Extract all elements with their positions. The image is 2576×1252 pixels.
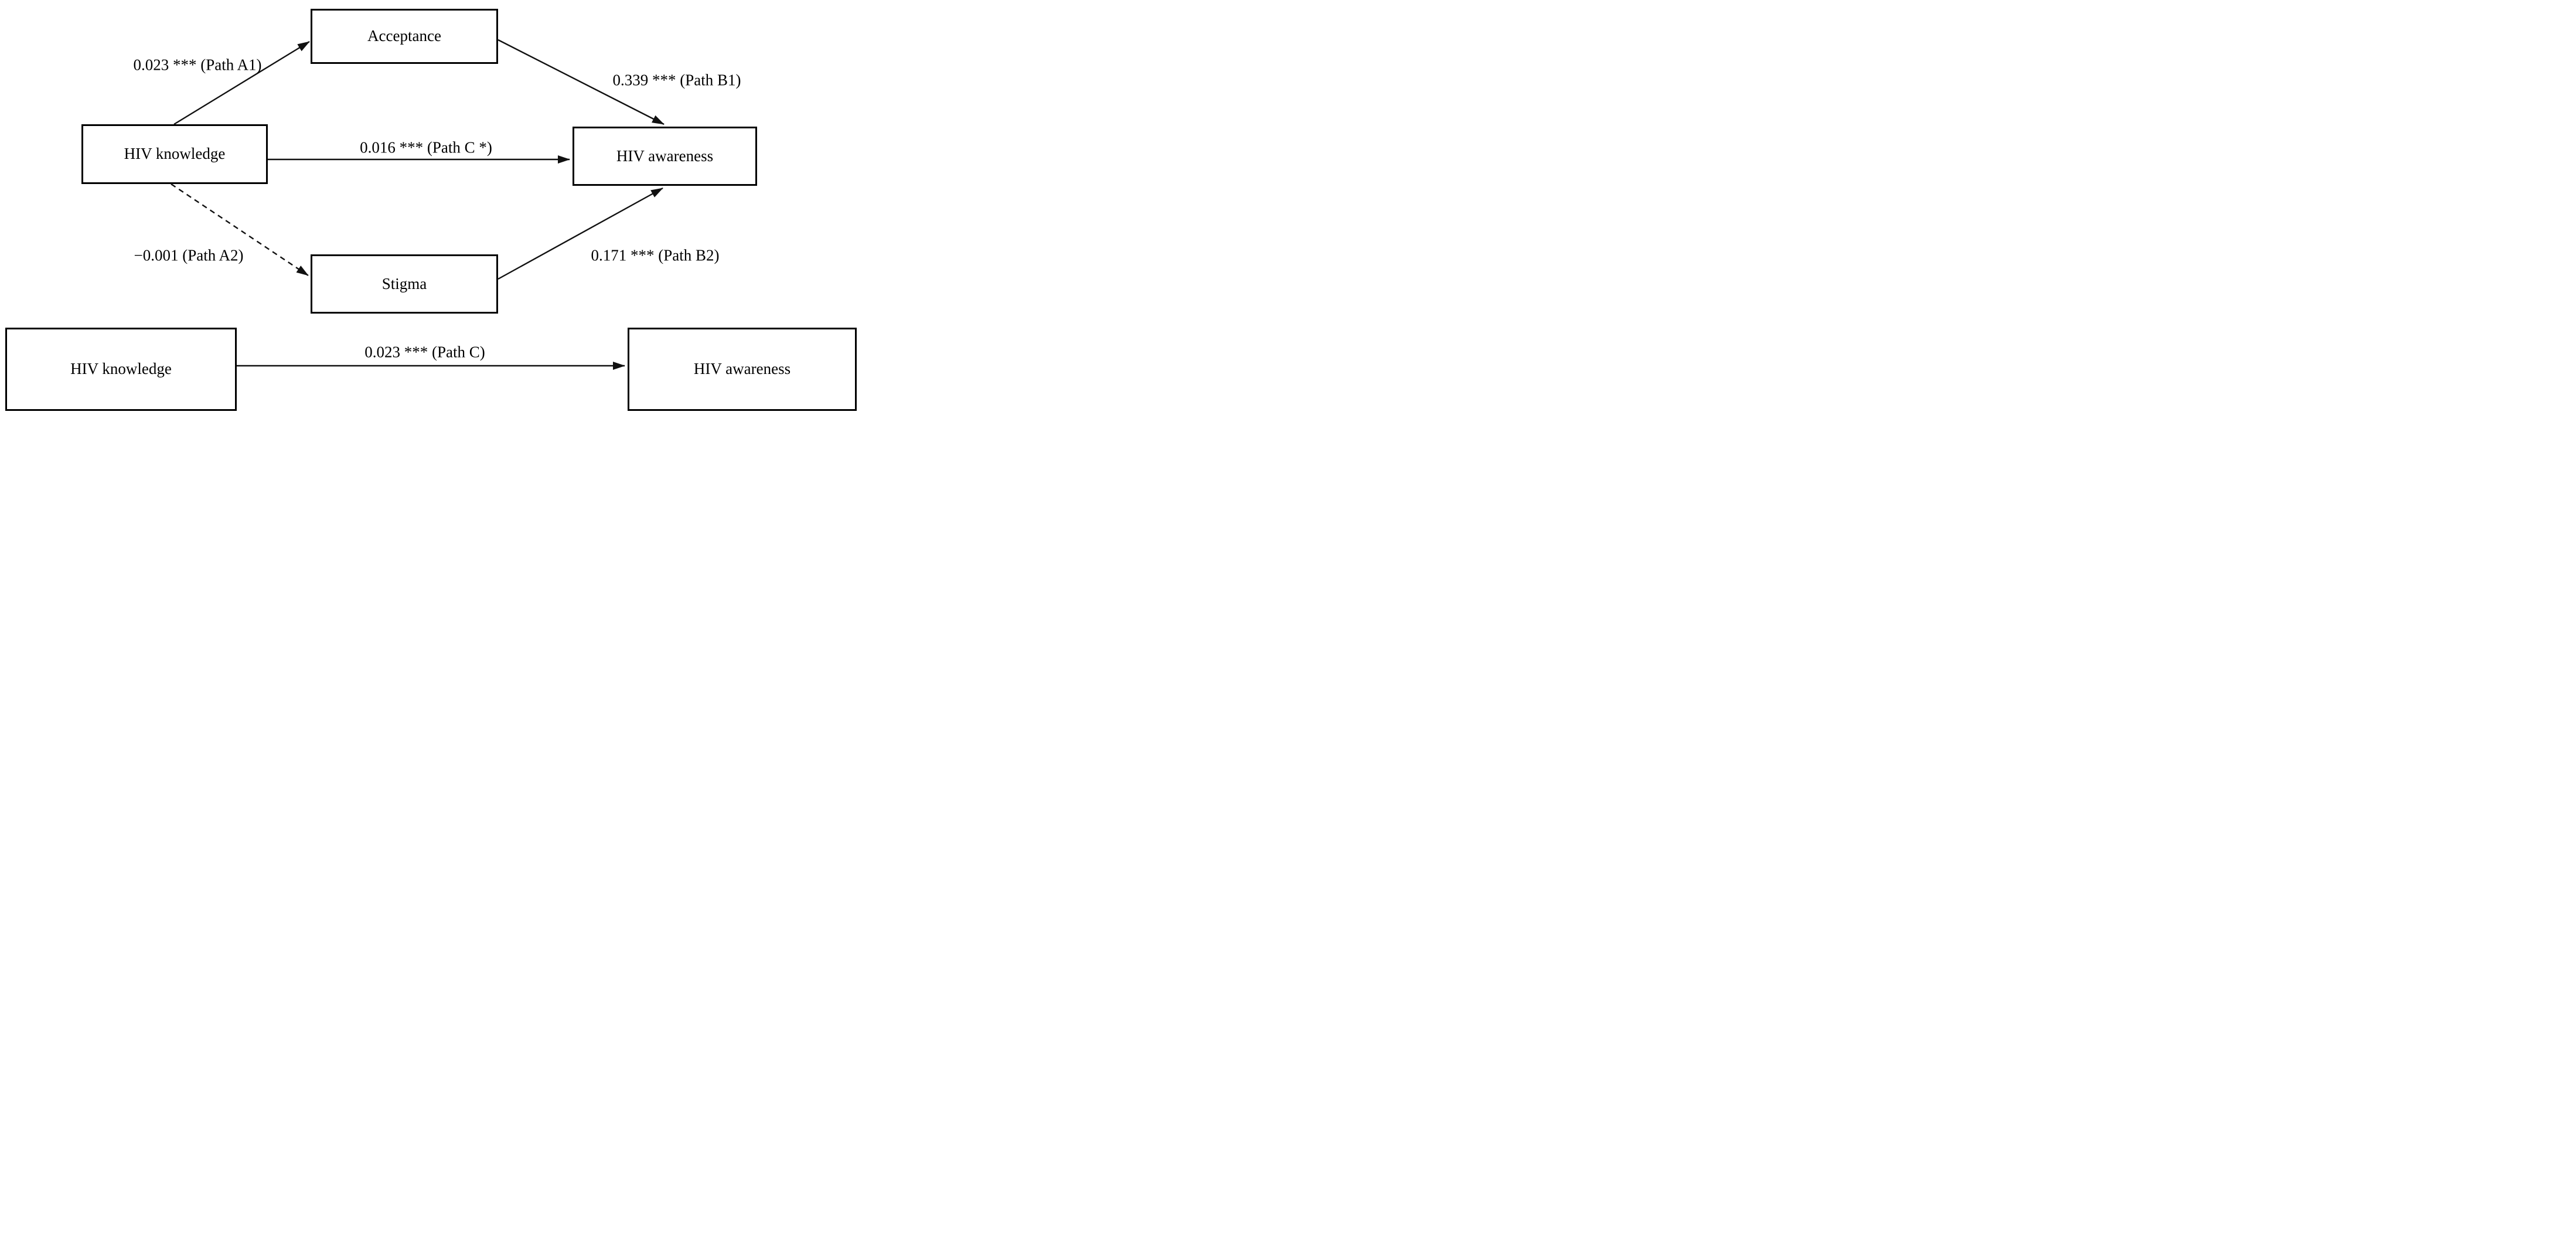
node-hiv-knowledge-total-effect: HIV knowledge [5, 328, 237, 411]
node-hiv-knowledge-total-effect-label: HIV knowledge [70, 360, 172, 378]
node-acceptance-label: Acceptance [367, 27, 441, 45]
path-a2-label: −0.001 (Path A2) [134, 246, 244, 264]
node-hiv-awareness-mediation-label: HIV awareness [616, 147, 714, 165]
path-c-label: 0.023 *** (Path C) [364, 343, 485, 361]
path-a1-label: 0.023 *** (Path A1) [133, 56, 262, 74]
node-hiv-awareness-total-effect: HIV awareness [628, 328, 857, 411]
node-hiv-knowledge-mediation: HIV knowledge [81, 124, 268, 184]
path-b2-arrow [498, 187, 663, 280]
path-b1-label: 0.339 *** (Path B1) [612, 71, 741, 89]
path-c-star-label: 0.016 *** (Path C *) [360, 138, 492, 156]
node-stigma: Stigma [311, 254, 498, 314]
node-hiv-awareness-total-effect-label: HIV awareness [693, 360, 791, 378]
node-hiv-knowledge-mediation-label: HIV knowledge [124, 145, 226, 163]
path-b2-label: 0.171 *** (Path B2) [591, 246, 720, 264]
path-b1-arrow [498, 39, 665, 125]
node-hiv-awareness-mediation: HIV awareness [573, 127, 757, 186]
node-acceptance: Acceptance [311, 9, 498, 64]
path-a1-arrow [173, 40, 310, 125]
mediation-path-diagram: Acceptance HIV knowledge HIV awareness S… [0, 0, 858, 417]
edges-layer [171, 39, 665, 370]
node-stigma-label: Stigma [381, 274, 427, 292]
